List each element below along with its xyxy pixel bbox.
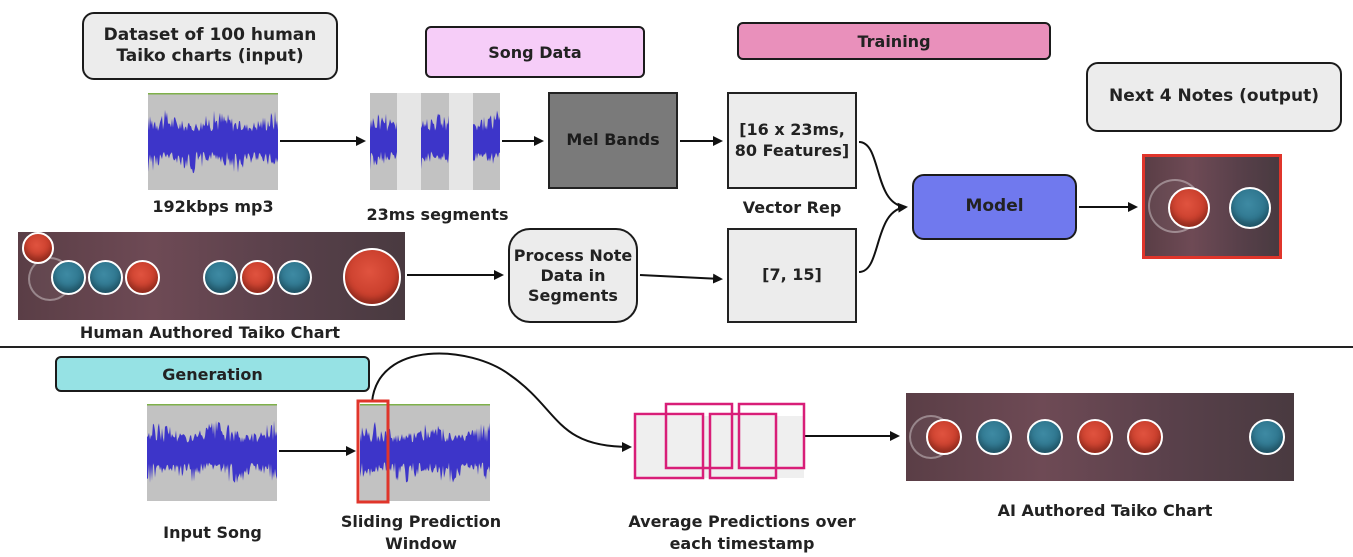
vector-rep-label: Vector Rep	[742, 198, 842, 217]
red-note-icon	[240, 260, 275, 295]
blue-note-icon	[277, 260, 312, 295]
big-red-note-icon	[343, 248, 401, 306]
curve-sliding-to-average	[371, 352, 632, 452]
process-note-label: Process Note Data in Segments	[513, 245, 633, 305]
mel-bands-label: Mel Bands	[566, 130, 660, 150]
dataset-tag: Dataset of 100 human Taiko charts (input…	[82, 12, 338, 80]
generation-label: Generation	[162, 364, 263, 384]
process-note-box: Process Note Data in Segments	[508, 228, 638, 323]
curve-vector-to-model	[858, 141, 907, 208]
dataset-label: Dataset of 100 human Taiko charts (input…	[103, 24, 317, 66]
input-song-label: Input Song	[163, 523, 262, 542]
blue-note-icon	[203, 260, 238, 295]
sliding-window-highlight	[356, 399, 390, 504]
next-notes-label: Next 4 Notes (output)	[1109, 86, 1319, 107]
song-data-label: Song Data	[488, 42, 582, 62]
average-label: Average Predictions over each timestamp	[628, 512, 856, 553]
blue-note-icon	[88, 260, 123, 295]
blue-note-icon	[51, 260, 86, 295]
red-note-icon	[926, 419, 962, 455]
song-data-tag: Song Data	[425, 26, 645, 78]
output-chart	[1142, 154, 1282, 259]
section-divider	[0, 346, 1353, 348]
human-chart-label: Human Authored Taiko Chart	[79, 323, 341, 342]
blue-note-icon	[1229, 187, 1271, 229]
waveform-graphic	[148, 93, 278, 174]
input-song-waveform	[147, 404, 277, 501]
human-chart	[18, 232, 405, 320]
next-notes-tag: Next 4 Notes (output)	[1086, 62, 1342, 132]
red-note-icon	[22, 232, 54, 264]
red-note-icon	[125, 260, 160, 295]
curve-notes-to-model	[858, 202, 908, 273]
red-note-icon	[1127, 419, 1163, 455]
vector-box: [16 x 23ms, 80 Features]	[727, 92, 857, 189]
waveform-graphic	[360, 404, 490, 483]
mp3-label: 192kbps mp3	[152, 197, 274, 216]
note-vector-box: [7, 15]	[727, 228, 857, 323]
blue-note-icon	[1249, 419, 1285, 455]
ai-chart-label: AI Authored Taiko Chart	[997, 501, 1213, 520]
sliding-label: Sliding Prediction Window	[340, 512, 502, 553]
segments-label: 23ms segments	[366, 205, 509, 224]
arrow-process-to-vector	[639, 273, 723, 284]
training-tag: Training	[737, 22, 1051, 60]
waveform-graphic	[147, 404, 277, 483]
blue-note-icon	[1027, 419, 1063, 455]
blue-note-icon	[976, 419, 1012, 455]
mel-bands-box: Mel Bands	[548, 92, 678, 189]
red-note-icon	[1168, 187, 1210, 229]
red-note-icon	[1077, 419, 1113, 455]
training-label: Training	[857, 31, 931, 51]
average-frames	[633, 402, 806, 480]
ai-chart	[906, 393, 1294, 481]
model-label: Model	[965, 196, 1024, 217]
model-box: Model	[912, 174, 1077, 240]
note-vector-label: [7, 15]	[762, 265, 822, 285]
generation-tag: Generation	[55, 356, 370, 392]
vector-box-label: [16 x 23ms, 80 Features]	[734, 119, 850, 160]
segment-waveform-graphic	[370, 93, 500, 190]
mp3-waveform	[148, 93, 278, 190]
sliding-waveform	[360, 404, 490, 501]
segments-waveform	[370, 93, 500, 190]
